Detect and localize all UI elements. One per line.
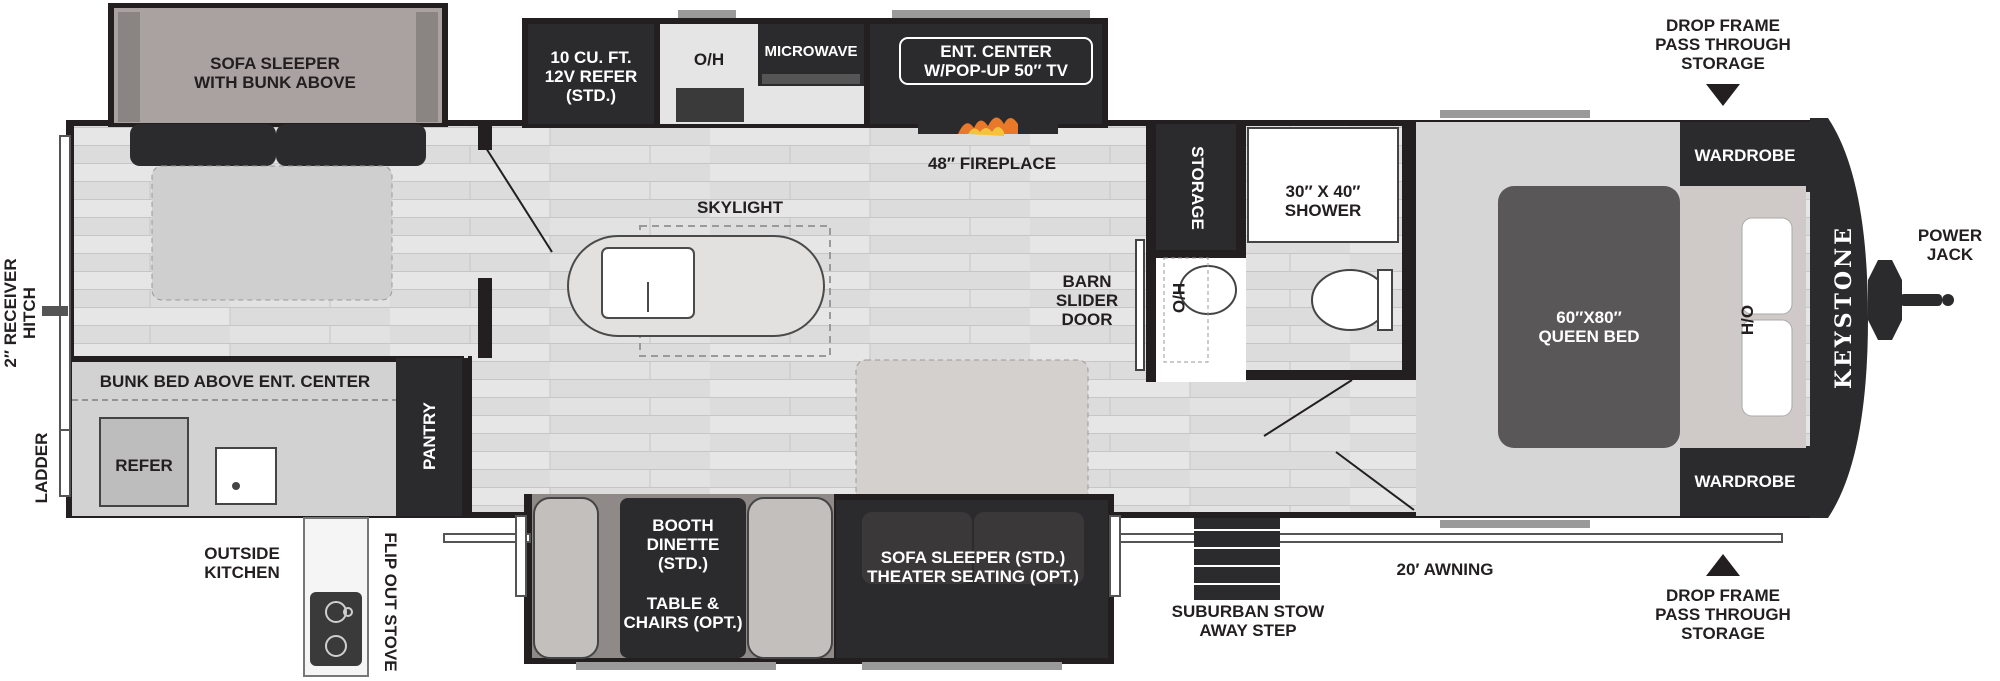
label-bunk-bed-above: BUNK BED ABOVE ENT. CENTER: [99, 372, 371, 391]
label-ho-bed: H/O: [1738, 304, 1757, 336]
label-sofa-theater: SOFA SLEEPER (STD.) THEATER SEATING (OPT…: [867, 548, 1079, 586]
label-drop-frame-top: DROP FRAME PASS THROUGH STORAGE: [1655, 16, 1791, 73]
label-pantry: PANTRY: [420, 402, 439, 470]
label-sofa-sleeper-bunk: SOFA SLEEPER WITH BUNK ABOVE: [194, 54, 356, 92]
label-ladder: LADDER: [32, 432, 51, 504]
kitchen-island: [567, 225, 831, 357]
bunk-block: [72, 356, 472, 518]
label-refer-10cu: 10 CU. FT. 12V REFER (STD.): [544, 48, 638, 105]
label-outside-kitchen: OUTSIDE KITCHEN: [204, 544, 280, 582]
label-ent-center: ENT. CENTER W/POP-UP 50″ TV: [924, 42, 1068, 80]
keystone-logo: KEYSTONE: [1831, 225, 1857, 389]
stow-step: [1194, 518, 1280, 600]
label-queen-bed: 60″X80″ QUEEN BED: [1538, 308, 1640, 346]
label-refer-outside: REFER: [115, 456, 173, 475]
label-stow-step: SUBURBAN STOW AWAY STEP: [1171, 602, 1325, 640]
awning-rail: [443, 515, 1783, 597]
label-awning: 20′ AWNING: [1396, 560, 1494, 579]
kitchen-slide: [522, 10, 1108, 136]
drop-frame-arrow-up-icon: [1706, 554, 1740, 576]
label-microwave: MICROWAVE: [764, 43, 858, 60]
label-ho-bath: H/O: [1169, 282, 1188, 314]
label-barn-slider: BARN SLIDER DOOR: [1055, 272, 1119, 329]
label-shower: 30″ X 40″ SHOWER: [1284, 182, 1362, 220]
label-power-jack: POWER JACK: [1917, 226, 1983, 264]
bathroom: [1135, 120, 1416, 511]
label-oh: O/H: [693, 50, 725, 69]
dinette-slide: [524, 494, 1114, 670]
label-receiver-hitch: 2″ RECEIVER HITCH: [1, 258, 39, 368]
label-drop-frame-bottom: DROP FRAME PASS THROUGH STORAGE: [1655, 586, 1791, 643]
sofa-pullout-area: [855, 359, 1089, 517]
label-storage: STORAGE: [1188, 146, 1207, 230]
bedroom: [1416, 110, 1954, 528]
drop-frame-arrow-down-icon: [1706, 84, 1740, 106]
label-skylight: SKYLIGHT: [697, 198, 783, 217]
label-table-chairs: TABLE & CHAIRS (OPT.): [623, 594, 743, 632]
entry-wall: [478, 122, 553, 358]
rear-wall: [42, 135, 71, 497]
label-fireplace: 48″ FIREPLACE: [927, 154, 1057, 173]
label-booth-dinette: BOOTH DINETTE (STD.): [646, 516, 720, 573]
label-wardrobe-bottom: WARDROBE: [1694, 472, 1796, 491]
label-wardrobe-top: WARDROBE: [1694, 146, 1796, 165]
outside-kitchen: [303, 517, 369, 677]
fireplace-flame-icon: [958, 117, 1018, 136]
sofa-sleeper-bunk-slide: [108, 3, 448, 301]
label-flip-out-stove: FLIP OUT STOVE: [381, 532, 400, 672]
